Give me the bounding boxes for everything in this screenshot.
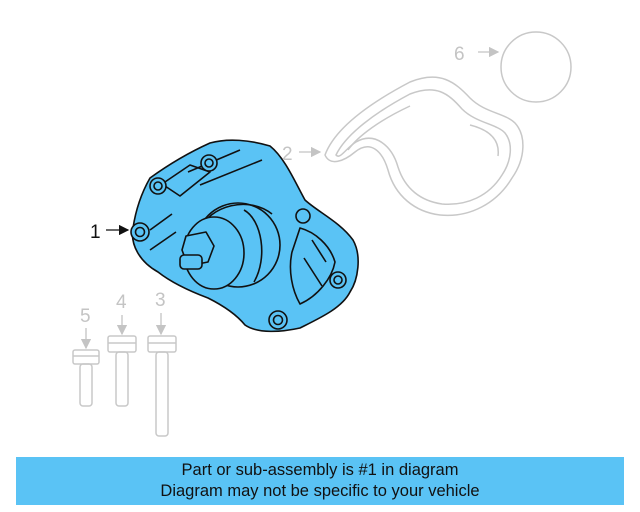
callout-6[interactable]: 6 xyxy=(454,44,465,65)
drive-belt-part-2[interactable] xyxy=(324,76,524,217)
bolt-part-5[interactable] xyxy=(72,349,100,407)
callout-4[interactable]: 4 xyxy=(116,292,127,313)
callout-1[interactable]: 1 xyxy=(90,222,101,243)
callout-2[interactable]: 2 xyxy=(282,144,293,165)
banner-line-part-number: Part or sub-assembly is #1 in diagram xyxy=(181,461,459,479)
pulley-part-6[interactable] xyxy=(500,31,572,103)
bolt-part-4[interactable] xyxy=(107,335,137,407)
callout-5[interactable]: 5 xyxy=(80,306,91,327)
callout-3[interactable]: 3 xyxy=(155,290,166,311)
diagram-notice-banner: Part or sub-assembly is #1 in diagram Di… xyxy=(16,457,624,505)
bolt-part-3[interactable] xyxy=(147,335,177,437)
water-pump-assembly-part-1[interactable] xyxy=(130,139,359,333)
banner-line-vehicle-disclaimer: Diagram may not be specific to your vehi… xyxy=(160,482,480,500)
